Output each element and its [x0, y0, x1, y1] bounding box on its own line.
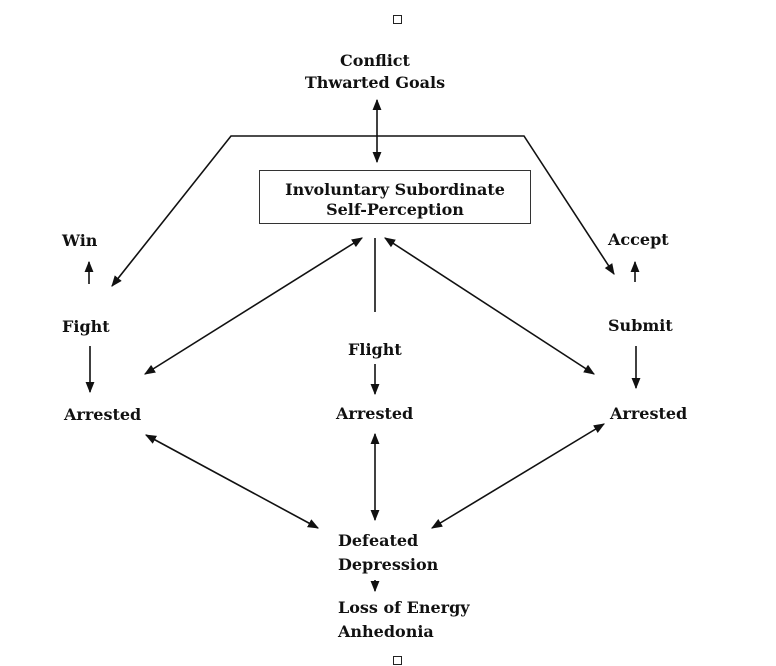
node-subordinate-line-1: Involuntary Subordinate — [285, 180, 505, 199]
node-defeated: Defeated Depression — [338, 529, 438, 577]
node-loss-line-2: Anhedonia — [338, 622, 434, 641]
node-subordinate-box — [259, 170, 531, 224]
node-fight: Fight — [62, 317, 110, 336]
node-win: Win — [62, 231, 98, 250]
node-accept: Accept — [608, 230, 669, 249]
node-loss-line-1: Loss of Energy — [338, 598, 470, 617]
edge-arrested-left-defeated — [145, 434, 319, 529]
edge-subordinate-arrested-left — [144, 237, 363, 375]
frame-corner-mark-top — [393, 15, 402, 24]
node-subordinate: Involuntary Subordinate Self-Perception — [259, 180, 531, 220]
edge-arrested-right-defeated — [431, 423, 605, 529]
node-submit: Submit — [608, 316, 673, 335]
node-subordinate-line-2: Self-Perception — [326, 200, 464, 219]
node-defeated-line-2: Depression — [338, 555, 439, 574]
node-conflict-line-1: Conflict — [340, 51, 410, 70]
node-arrested-left: Arrested — [64, 405, 142, 424]
frame-corner-mark-bottom — [393, 656, 402, 665]
edge-subordinate-arrested-right — [384, 237, 595, 375]
node-conflict: Conflict Thwarted Goals — [290, 50, 460, 94]
node-defeated-line-1: Defeated — [338, 531, 419, 550]
node-flight: Flight — [348, 340, 402, 359]
node-conflict-line-2: Thwarted Goals — [304, 73, 446, 92]
edge-bracket-to-submit — [377, 135, 615, 275]
node-arrested-center: Arrested — [336, 404, 414, 423]
edge-bracket-to-fight — [111, 135, 377, 287]
node-loss: Loss of Energy Anhedonia — [338, 596, 470, 644]
node-arrested-right: Arrested — [610, 404, 688, 423]
